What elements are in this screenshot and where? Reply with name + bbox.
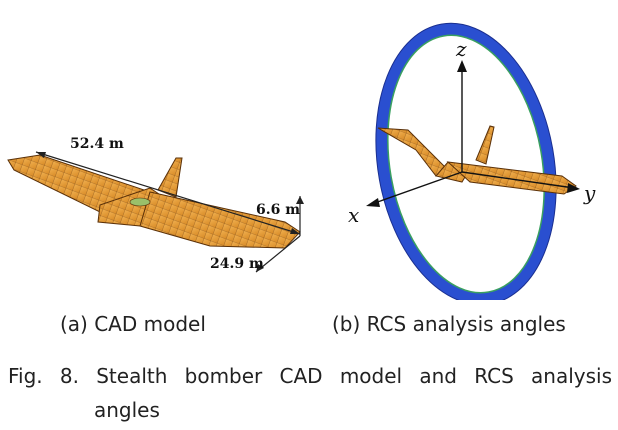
y-axis: [461, 171, 575, 189]
subcaption-b: (b) RCS analysis angles: [332, 312, 566, 336]
cad-model-panel: 52.4 m 6.6 m 24.9 m: [7, 136, 304, 273]
span-dimension-label: 52.4 m: [70, 136, 124, 152]
bomber-model-small: [377, 125, 577, 195]
rcs-angles-panel: z y x: [348, 22, 596, 300]
subcaption-a: (a) CAD model: [60, 312, 206, 336]
z-axis-label: z: [455, 37, 467, 61]
length-dimension-label: 24.9 m: [210, 256, 264, 272]
height-dimension-label: 6.6 m: [256, 202, 300, 218]
span-dimension-line: [35, 151, 301, 235]
rcs-ring: [375, 23, 557, 300]
bomber-model: [7, 154, 301, 249]
x-axis-label: x: [348, 203, 359, 227]
length-dimension-line: [255, 235, 301, 273]
figure-caption-line-1: Fig. 8. Stealth bomber CAD model and RCS…: [8, 364, 612, 388]
figure-caption-line-2: angles: [94, 398, 160, 422]
x-axis: [371, 171, 463, 205]
figure-artwork: 52.4 m 6.6 m 24.9 m z y x: [7, 22, 596, 300]
y-axis-label: y: [583, 181, 596, 205]
